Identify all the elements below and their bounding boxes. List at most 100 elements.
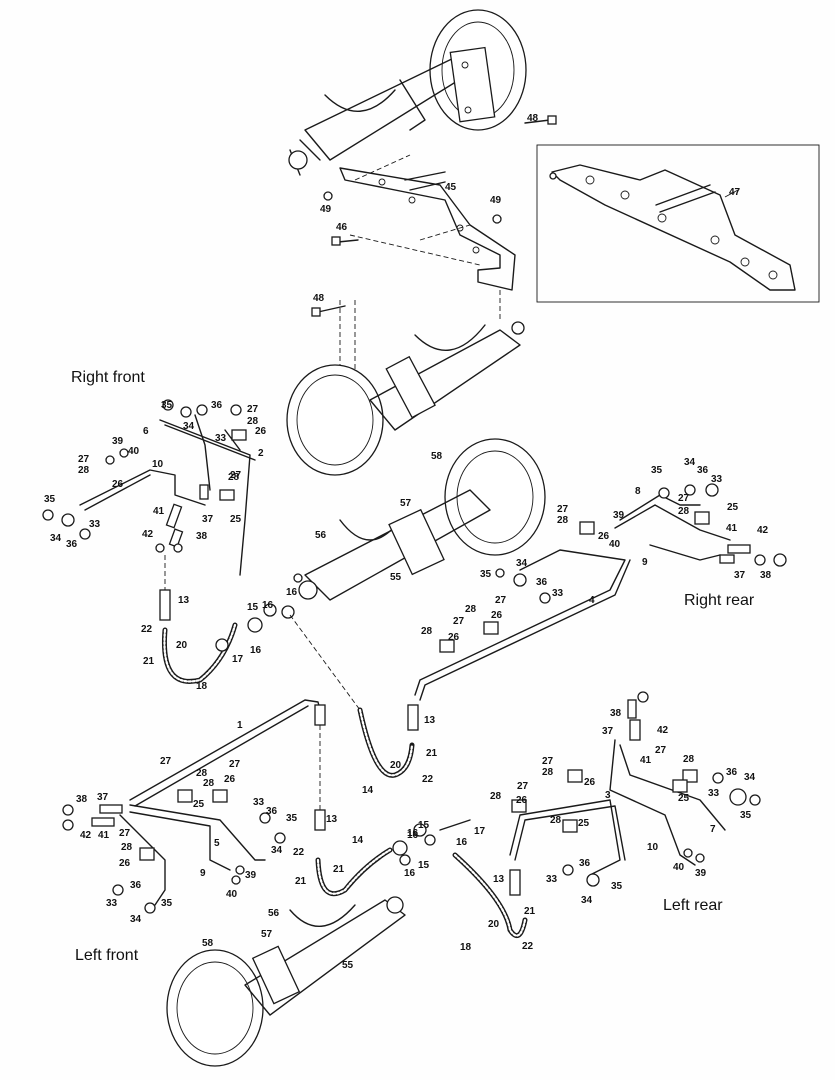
callout-26: 26 [516, 795, 528, 806]
callout-2: 2 [258, 448, 264, 459]
callout-57: 57 [261, 929, 273, 940]
right-front-hose-18 [159, 555, 295, 684]
callout-13: 13 [424, 715, 436, 726]
callout-28: 28 [465, 604, 477, 615]
callout-36: 36 [697, 465, 709, 476]
center-hose-14 [289, 614, 419, 778]
callout-42: 42 [80, 830, 92, 841]
callout-16: 16 [407, 828, 419, 839]
callout-48: 48 [313, 293, 325, 304]
callout-16: 16 [407, 830, 419, 841]
callout-34: 34 [744, 772, 756, 783]
callout-28: 28 [683, 754, 695, 765]
inset-box [536, 144, 820, 303]
callout-37: 37 [202, 514, 214, 525]
callout-35: 35 [651, 465, 663, 476]
callout-26: 26 [491, 610, 503, 621]
bolt-46 [331, 236, 359, 246]
callout-36: 36 [579, 858, 591, 869]
callout-25: 25 [193, 799, 205, 810]
callout-28: 28 [247, 416, 259, 427]
callout-4: 4 [589, 595, 595, 606]
callout-20: 20 [176, 640, 188, 651]
callout-55: 55 [342, 960, 354, 971]
callout-20: 20 [488, 919, 500, 930]
callout-33: 33 [711, 474, 723, 485]
callout-27: 27 [453, 616, 465, 627]
callout-39: 39 [695, 868, 707, 879]
callout-28: 28 [228, 472, 240, 483]
right-front-lines [42, 399, 256, 576]
callout-49: 49 [490, 195, 502, 206]
callout-55: 55 [390, 572, 402, 583]
callout-27: 27 [247, 404, 259, 415]
callout-21: 21 [426, 748, 438, 759]
callout-21: 21 [143, 656, 155, 667]
callout-25: 25 [578, 818, 590, 829]
callout-46: 46 [336, 222, 348, 233]
callout-37: 37 [734, 570, 746, 581]
callout-26: 26 [584, 777, 596, 788]
callout-28: 28 [196, 768, 208, 779]
callout-18: 18 [460, 942, 472, 953]
right-rear-lines [414, 483, 787, 701]
callout-16: 16 [404, 868, 416, 879]
callout-34: 34 [271, 845, 283, 856]
callout-27: 27 [542, 756, 554, 767]
callout-40: 40 [609, 539, 621, 550]
left-front-lines [62, 789, 286, 914]
callout-33: 33 [215, 433, 227, 444]
main-line-1 [129, 699, 326, 810]
section-label-right-front: Right front [71, 369, 145, 386]
callout-58: 58 [202, 938, 214, 949]
callout-35: 35 [161, 400, 173, 411]
callout-27: 27 [495, 595, 507, 606]
bolt-48-mid [311, 305, 346, 317]
callout-41: 41 [640, 755, 652, 766]
callout-numbers: 48 49 45 49 46 48 47 35 36 34 27 28 33 2… [44, 113, 772, 971]
callout-26: 26 [255, 426, 267, 437]
callout-42: 42 [142, 529, 154, 540]
callout-14: 14 [352, 835, 364, 846]
callout-35: 35 [44, 494, 56, 505]
callout-36: 36 [211, 400, 223, 411]
callout-36: 36 [130, 880, 142, 891]
section-label-right-rear: Right rear [684, 592, 755, 609]
callout-40: 40 [673, 862, 685, 873]
callout-56: 56 [315, 530, 327, 541]
callout-16: 16 [286, 587, 298, 598]
callout-13: 13 [493, 874, 505, 885]
callout-35: 35 [740, 810, 752, 821]
callout-10: 10 [152, 459, 164, 470]
callout-16: 16 [456, 837, 468, 848]
callout-36: 36 [266, 806, 278, 817]
callout-16: 16 [262, 600, 274, 611]
callout-36: 36 [66, 539, 78, 550]
callout-15: 15 [247, 602, 259, 613]
callout-33: 33 [552, 588, 564, 599]
callout-39: 39 [245, 870, 257, 881]
callout-40: 40 [226, 889, 238, 900]
callout-21: 21 [333, 864, 345, 875]
bolt-48-top [524, 115, 557, 125]
callout-22: 22 [293, 847, 305, 858]
callout-26: 26 [119, 858, 131, 869]
callout-56: 56 [268, 908, 280, 919]
callout-25: 25 [727, 502, 739, 513]
callout-26: 26 [224, 774, 236, 785]
callout-40: 40 [128, 446, 140, 457]
callout-27: 27 [655, 745, 667, 756]
callout-34: 34 [581, 895, 593, 906]
callout-49: 49 [320, 204, 332, 215]
callout-38: 38 [760, 570, 772, 581]
callout-28: 28 [203, 778, 215, 789]
callout-27: 27 [230, 470, 242, 481]
callout-34: 34 [183, 421, 195, 432]
callout-33: 33 [708, 788, 720, 799]
callout-45: 45 [445, 182, 457, 193]
callout-20: 20 [390, 760, 402, 771]
callout-33: 33 [253, 797, 265, 808]
callout-26: 26 [112, 479, 124, 490]
